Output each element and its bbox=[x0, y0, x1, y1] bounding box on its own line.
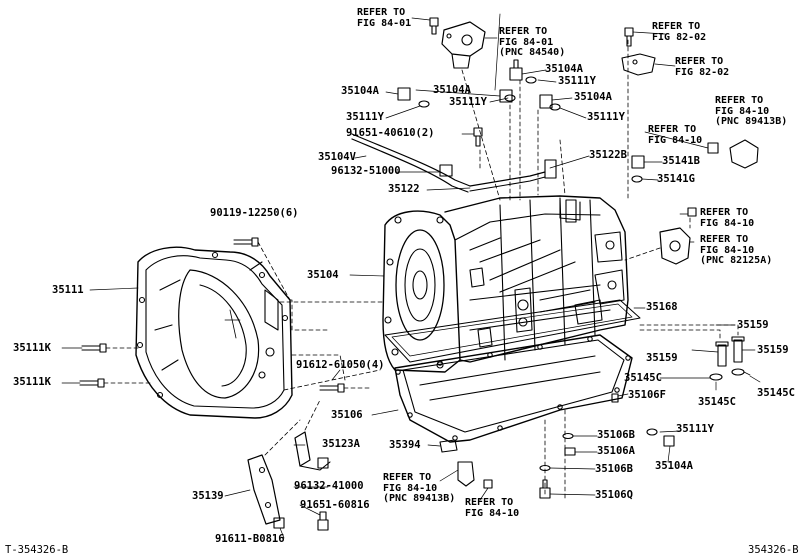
ref-label-fig-84-10-a: REFER TO FIG 84-10 (PNC 89413B) bbox=[715, 95, 788, 127]
fittings-alignment-lines bbox=[639, 324, 739, 341]
ref-label-fig-84-01-a: REFER TO FIG 84-01 bbox=[357, 7, 412, 29]
part-label-90119-12250: 90119-12250(6) bbox=[210, 207, 299, 219]
part-label-91651-40610: 91651-40610(2) bbox=[346, 127, 435, 139]
part-label-35141g: 35141G bbox=[657, 173, 695, 185]
part-label-35104a-3: 35104A bbox=[545, 63, 583, 75]
part-label-35106a: 35106A bbox=[597, 445, 635, 457]
part-label-35104a-5: 35104A bbox=[655, 460, 693, 472]
part-label-35104a-1: 35104A bbox=[341, 85, 379, 97]
bolt-top-drawing bbox=[429, 17, 439, 35]
part-label-35139: 35139 bbox=[192, 490, 224, 502]
part-label-35104a-4: 35104A bbox=[574, 91, 612, 103]
part-label-91612-61050: 91612-61050(4) bbox=[296, 359, 385, 371]
bracket-drawing bbox=[621, 27, 656, 76]
part-label-35106b-1: 35106B bbox=[597, 429, 635, 441]
part-label-35104v: 35104V bbox=[318, 151, 356, 163]
plug-35141-drawing bbox=[631, 155, 645, 183]
ref-label-fig-84-10-b: REFER TO FIG 84-10 bbox=[648, 124, 703, 146]
part-label-35111y-5: 35111Y bbox=[676, 423, 714, 435]
gasket-drawing bbox=[384, 299, 641, 363]
bolt-35111k-drawing bbox=[79, 343, 107, 388]
solenoid-alignment-lines bbox=[624, 217, 691, 261]
part-label-35168: 35168 bbox=[646, 301, 678, 313]
part-label-35145c-1: 35145C bbox=[624, 372, 662, 384]
connector-top-drawing bbox=[707, 139, 759, 169]
speed-sensor-drawing bbox=[441, 21, 486, 69]
part-label-96132-51000: 96132-51000 bbox=[331, 165, 401, 177]
ref-label-fig-84-01-b: REFER TO FIG 84-01 (PNC 84540) bbox=[499, 26, 566, 58]
ref-label-fig-84-10-f: REFER TO FIG 84-10 bbox=[465, 497, 520, 519]
lower-bracket-drawing bbox=[247, 431, 331, 531]
part-label-35394: 35394 bbox=[389, 439, 421, 451]
part-label-35106q: 35106Q bbox=[595, 489, 633, 501]
part-label-35159-1: 35159 bbox=[737, 319, 769, 331]
ref-label-fig-84-10-c: REFER TO FIG 84-10 bbox=[700, 207, 755, 229]
part-label-91611-b0816: 91611-B0816 bbox=[215, 533, 285, 545]
part-label-35106f: 35106F bbox=[628, 389, 666, 401]
breather-tube-drawing bbox=[469, 159, 557, 192]
part-label-35159-2: 35159 bbox=[646, 352, 678, 364]
part-label-35111k-1: 35111K bbox=[13, 342, 51, 354]
magnet-drawing bbox=[439, 439, 458, 453]
solenoid-drawing bbox=[659, 207, 697, 265]
part-label-35123a: 35123A bbox=[322, 438, 360, 450]
part-label-35104: 35104 bbox=[307, 269, 339, 281]
part-label-35104a-2: 35104A bbox=[433, 84, 471, 96]
part-label-35159-3: 35159 bbox=[757, 344, 789, 356]
bolt-90119-drawing bbox=[233, 237, 259, 247]
part-label-35111: 35111 bbox=[52, 284, 84, 296]
part-label-35106b-2: 35106B bbox=[595, 463, 633, 475]
part-label-35122b: 35122B bbox=[589, 149, 627, 161]
part-label-91651-60816: 91651-60816 bbox=[300, 499, 370, 511]
ref-label-fig-84-10-d: REFER TO FIG 84-10 (PNC 82125A) bbox=[700, 234, 773, 266]
drawing-id-left: T-354326-B bbox=[5, 544, 69, 556]
part-label-35111k-2: 35111K bbox=[13, 376, 51, 388]
transmission-case-drawing bbox=[382, 195, 629, 373]
fittings-drawing bbox=[709, 336, 745, 381]
leader-lines bbox=[61, 13, 761, 539]
part-label-35122: 35122 bbox=[388, 183, 420, 195]
part-label-35111y-3: 35111Y bbox=[346, 111, 384, 123]
part-label-35111y-1: 35111Y bbox=[558, 75, 596, 87]
part-label-35111y-2: 35111Y bbox=[449, 96, 487, 108]
oil-pan-drawing bbox=[394, 334, 633, 443]
top-fittings-drawing bbox=[397, 59, 561, 147]
lower-sensor-drawing bbox=[457, 461, 493, 489]
part-label-35111y-4: 35111Y bbox=[587, 111, 625, 123]
bracket-alignment-lines bbox=[264, 399, 321, 456]
part-label-35141b: 35141B bbox=[662, 155, 700, 167]
part-label-35145c-3: 35145C bbox=[757, 387, 795, 399]
part-label-35145c-2: 35145C bbox=[698, 396, 736, 408]
ref-label-fig-82-02-b: REFER TO FIG 82-02 bbox=[675, 56, 730, 78]
ref-label-fig-82-02-a: REFER TO FIG 82-02 bbox=[652, 21, 707, 43]
bolt-91612-drawing bbox=[319, 383, 345, 393]
part-label-96132-41000: 96132-41000 bbox=[294, 480, 364, 492]
ref-label-fig-84-10-e: REFER TO FIG 84-10 (PNC 89413B) bbox=[383, 472, 456, 504]
bell-housing-drawing bbox=[135, 246, 293, 419]
drawing-id-right: 354326-B bbox=[748, 544, 799, 556]
lower-fitting-drawing bbox=[646, 428, 675, 447]
part-label-35106: 35106 bbox=[331, 409, 363, 421]
